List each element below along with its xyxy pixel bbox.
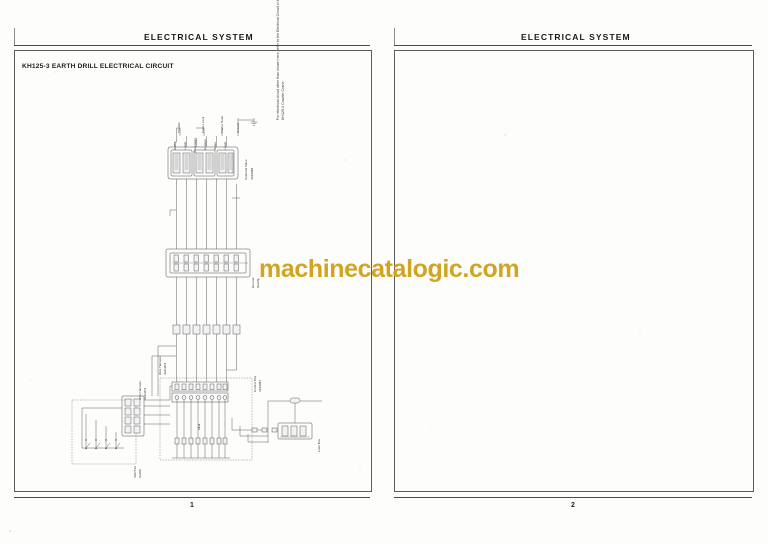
page-header-right: ELECTRICAL SYSTEM — [521, 32, 631, 42]
right-branch-terminals — [251, 427, 278, 433]
label-solenoid-valve: Solenoid Valve — [244, 159, 248, 180]
page-right: ELECTRICAL SYSTEM 2 — [384, 0, 768, 544]
terminal-to-connector-bus — [176, 277, 237, 325]
label-wire-harness-partno-2: 4161204 — [143, 388, 147, 400]
solenoid-coils — [172, 152, 234, 174]
switch-toggles — [85, 439, 121, 450]
binding-tick-right — [394, 28, 395, 46]
page-header-left: ELECTRICAL SYSTEM — [144, 32, 254, 42]
control-box-label-group: Control Box 4163957 — [253, 375, 262, 392]
connector-pins-upper — [174, 383, 228, 390]
control-box-connector — [171, 352, 237, 403]
right-branch-wires — [231, 418, 278, 443]
function-label-group: Throttle Frame Lock Frame Hoist Unload — [177, 116, 240, 133]
valve-to-terminal-bus — [169, 179, 240, 249]
binding-tick-left — [14, 28, 15, 46]
label-switch: Switch — [138, 469, 142, 478]
label-raise-1: Raise — [173, 142, 177, 150]
label-solenoid-valve-partno: 4163958 — [250, 168, 254, 180]
watermark: machinecatalogic.com — [259, 255, 520, 283]
section-title-left: KH125-3 EARTH DRILL ELECTRICAL CIRCUIT — [22, 63, 174, 70]
relay-branch-area — [172, 400, 230, 459]
label-frame-hoist: Frame Hoist — [220, 116, 224, 133]
control-box-enclosure — [159, 377, 253, 461]
connector-pins-lower — [174, 395, 228, 400]
label-throttle: Throttle — [177, 122, 181, 133]
label-wire-harness-2: Wire Harness — [138, 381, 142, 400]
wire-harness-labels: Wire Harness 4161203 Wire Harness 416120… — [138, 356, 167, 400]
label-engage: Engage — [203, 139, 207, 150]
label-control-box: Control Box — [253, 375, 257, 392]
header-rule-left — [14, 45, 370, 47]
label-wire-harness-partno-1: 4161203 — [163, 363, 167, 375]
label-lower-2: Lower — [223, 142, 227, 150]
label-ground: Ground — [251, 277, 255, 288]
label-fuse-box: Fuse Box — [317, 438, 321, 452]
ground-symbol-top — [250, 118, 258, 126]
content-frame-right — [394, 50, 754, 492]
scan-speckle — [9, 71, 701, 532]
switch-contacts — [124, 398, 141, 434]
switch-panel: Switch 4157131 — [71, 395, 145, 478]
harness-routing — [144, 345, 176, 425]
footer-rule-right — [394, 497, 752, 498]
page-number-right: 2 — [571, 502, 575, 509]
action-label-group: Raise Lower Disengage Engage Raise Lower — [173, 138, 227, 153]
solenoid-feed-wires — [174, 118, 254, 147]
terminal-block-middle: Ground (Earth) — [165, 248, 260, 288]
solenoid-valve-assembly: Solenoid Valve 4163958 — [167, 146, 254, 180]
label-current-rating: 10 A — [197, 423, 201, 430]
label-disengage: Disengage — [193, 138, 197, 153]
terminal-pins-bottom — [173, 263, 239, 272]
label-lower-1: Lower — [183, 142, 187, 150]
terminal-pins-top — [173, 254, 239, 263]
content-frame-left — [14, 50, 372, 492]
footer-rule-left — [14, 497, 370, 498]
label-ground-partno: (Earth) — [256, 279, 260, 288]
label-frame-lock: Frame Lock — [201, 116, 205, 133]
header-rule-right — [394, 45, 752, 47]
diagram-note: For electrical circuit other than shown … — [276, 0, 288, 120]
fuse-box-group: Fuse Box — [267, 397, 322, 452]
label-wire-harness-1: Wire Harness — [158, 356, 162, 375]
label-raise-2: Raise — [213, 142, 217, 150]
branch-terminals — [174, 437, 228, 445]
page-number-left: 1 — [190, 502, 194, 509]
page-left: ELECTRICAL SYSTEM KH125-3 EARTH DRILL EL… — [14, 28, 372, 509]
inline-connector-row — [172, 324, 241, 352]
diagram-note-text: For electrical circuit other than shown … — [276, 0, 286, 120]
label-switch-partno: 4157131 — [133, 466, 137, 478]
label-control-box-partno: 4163957 — [258, 380, 262, 392]
